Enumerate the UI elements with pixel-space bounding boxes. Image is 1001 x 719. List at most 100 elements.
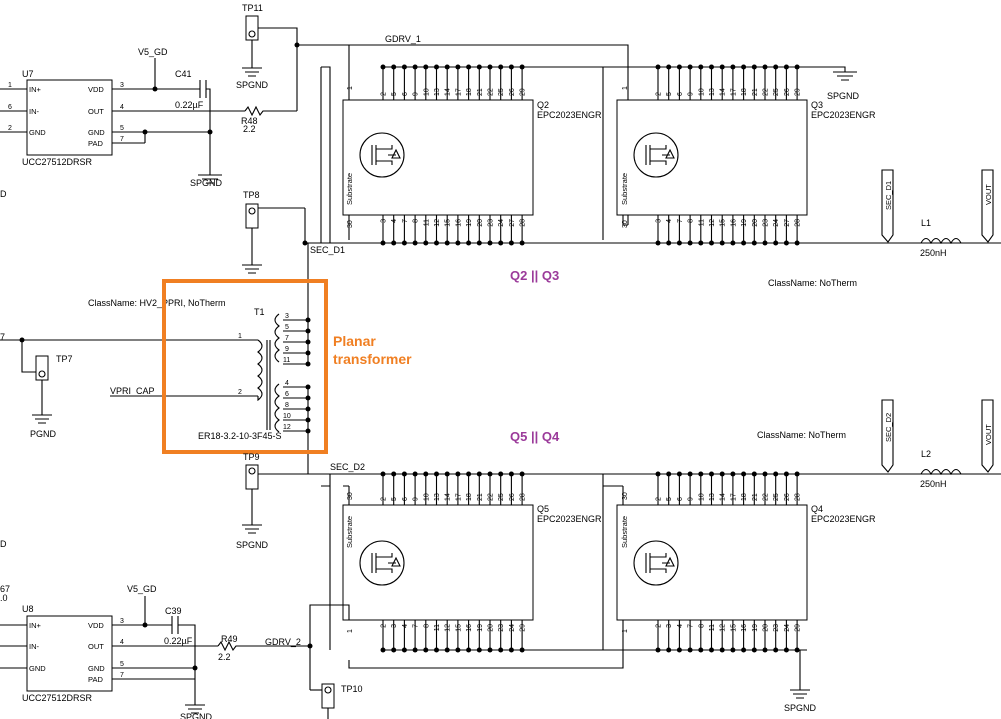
svg-text:9: 9 [285,346,289,353]
svg-text:4: 4 [666,219,673,223]
spgnd-top-right: SPGND [827,91,860,101]
svg-text:26: 26 [509,88,516,96]
svg-text:6: 6 [402,92,409,96]
u8-gate-driver[interactable]: 67 .0 D U8 UCC27512DRSR IN+ IN- GND VDD … [0,539,218,703]
svg-text:1: 1 [347,629,354,633]
svg-text:2: 2 [656,624,663,628]
tp9-ref: TP9 [243,452,260,462]
svg-text:29: 29 [520,624,527,632]
svg-text:9: 9 [413,497,420,501]
svg-text:2: 2 [381,92,388,96]
sec-d1-label: SEC_D1 [310,245,345,255]
svg-text:4: 4 [120,104,124,111]
svg-text:11: 11 [283,357,290,364]
vout-flag-top: VOUT [984,184,993,205]
u8-pin-gnd2: GND [88,664,105,673]
svg-text:20: 20 [477,219,484,227]
transformer-label: transformer [333,351,412,367]
svg-text:23: 23 [498,624,505,632]
svg-text:29: 29 [795,624,802,632]
u7-gate-driver[interactable]: U7 UCC27512DRSR IN+ IN- GND VDD OUT GND … [0,69,245,167]
svg-text:1: 1 [8,82,12,89]
svg-text:22: 22 [488,493,495,501]
tp9-test-point[interactable]: TP9 SPGND [236,452,269,550]
r49-resistor[interactable]: R49 2.2 GDRV_2 [217,604,624,690]
svg-text:28: 28 [795,493,802,501]
tp11-test-point[interactable]: TP11 SPGND [236,3,300,111]
svg-text:18: 18 [741,493,748,501]
svg-text:9: 9 [688,92,695,96]
svg-text:5: 5 [391,497,398,501]
q3-gan-fet[interactable]: Q3 EPC2023ENGR Substrate [616,99,876,225]
svg-text:17: 17 [730,493,737,501]
u7-pin-inn: IN- [29,107,40,116]
l1-value: 250nH [920,248,947,258]
u8-pin-inn: IN- [29,642,40,651]
svg-text:28: 28 [520,219,527,227]
svg-text:4: 4 [391,219,398,223]
svg-text:24: 24 [773,219,780,227]
tp8-test-point[interactable]: TP8 [242,190,308,274]
q5-gan-fet[interactable]: Q5 EPC2023ENGR Substrate [342,504,602,621]
u7-ref: U7 [22,69,34,79]
svg-text:17: 17 [730,88,737,96]
r48-resistor[interactable]: R48 2.2 [241,105,297,134]
svg-text:2: 2 [656,497,663,501]
q2-part: EPC2023ENGR [537,110,602,120]
l2-inductor[interactable]: SEC_D2 L2 250nH VOUT [881,399,994,489]
tp7-test-point[interactable]: 7 TP7 PGND [0,332,73,439]
tp8-ref: TP8 [243,190,260,200]
vpri-cap-label: VPRI_CAP [110,386,155,396]
svg-text:17: 17 [455,88,462,96]
svg-text:7: 7 [413,624,420,628]
u7-pin-gnd2: GND [88,128,105,137]
svg-text:20: 20 [488,624,495,632]
svg-text:20: 20 [763,624,770,632]
q3-substrate: Substrate [620,173,629,205]
svg-text:23: 23 [773,624,780,632]
u8-part: UCC27512DRSR [22,693,93,703]
r49-value: 2.2 [218,652,231,662]
frag-d-bot: D [0,539,7,549]
svg-text:5: 5 [666,92,673,96]
svg-text:19: 19 [477,624,484,632]
svg-text:30: 30 [347,492,354,500]
c39-capacitor[interactable]: V5_GD C39 0.22µF SPGND [127,584,213,719]
q4-gan-fet[interactable]: Q4 EPC2023ENGR Substrate [616,504,876,621]
sec-d2-flag: SEC_D2 [884,413,893,442]
u8-ref: U8 [22,604,34,614]
tp10-test-point[interactable]: TP10 [310,683,363,719]
svg-text:2: 2 [656,92,663,96]
t1-ref: T1 [254,307,265,317]
u7-pin-vdd: VDD [88,85,104,94]
t1-part: ER18-3.2-10-3F45-S [198,431,282,441]
l1-ref: L1 [921,218,931,228]
r48-value: 2.2 [243,124,256,134]
svg-text:24: 24 [784,624,791,632]
l2-value: 250nH [920,479,947,489]
svg-text:6: 6 [8,104,12,111]
svg-text:18: 18 [466,88,473,96]
q4-ref: Q4 [811,504,823,514]
svg-text:16: 16 [730,219,737,227]
frag-00: .0 [0,593,8,603]
q2-gan-fet[interactable]: Q2 EPC2023ENGR Substrate [342,90,602,240]
svg-text:5: 5 [120,661,124,668]
classname-top: ClassName: NoTherm [768,278,857,288]
svg-text:6: 6 [677,92,684,96]
c41-capacitor[interactable]: V5_GD C41 0.22µF SPGND [138,47,223,188]
pair-label-top: Q2 || Q3 [510,268,559,283]
tp11-ref: TP11 [242,3,263,13]
planar-label: Planar [333,333,376,349]
svg-text:19: 19 [741,219,748,227]
l1-inductor[interactable]: SEC_D1 L1 250nH VOUT [881,169,994,258]
svg-text:3: 3 [381,219,388,223]
v5gd-label-bot: V5_GD [127,584,157,594]
c39-value: 0.22µF [164,636,193,646]
classname-bot: ClassName: NoTherm [757,430,846,440]
vout-flag-bot: VOUT [984,424,993,445]
u7-pin-inp: IN+ [29,85,42,94]
gdrv2-label: GDRV_2 [265,637,301,647]
svg-text:15: 15 [455,624,462,632]
